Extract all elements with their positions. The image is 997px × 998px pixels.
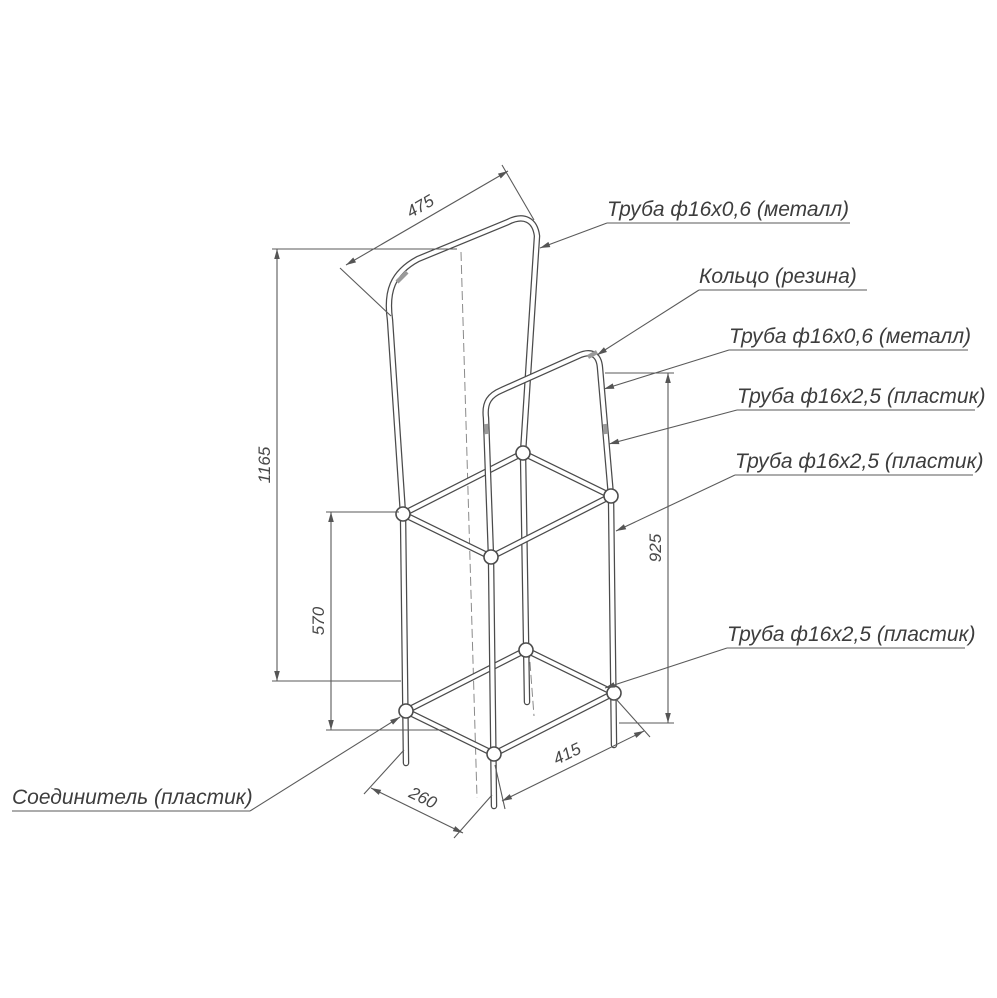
- leader-tube-plastic-lower: [604, 647, 728, 689]
- label-tube-plastic-middle: Труба ф16х2,5 (пластик): [735, 450, 983, 473]
- leader-connector: [249, 716, 401, 812]
- leader-tube-plastic-middle: [615, 474, 736, 532]
- label-tube-metal-frame: Труба ф16х0,6 (металл): [729, 325, 971, 348]
- label-ring-rubber: Кольцо (резина): [699, 265, 857, 288]
- leader-lines: [12, 222, 975, 812]
- ext-line-415-left: [494, 764, 506, 810]
- leader-tube-metal-frame: [603, 349, 730, 390]
- callout-texts: Труба ф16х0,6 (металл) Кольцо (резина) Т…: [12, 198, 985, 809]
- connector-bot-front: [486, 746, 502, 762]
- medium-hanger-tube-fill: [483, 351, 616, 808]
- label-tube-plastic-lower: Труба ф16х2,5 (пластик): [727, 623, 975, 646]
- leader-tube-plastic-upper: [608, 409, 738, 445]
- dim-value-925: 925: [646, 533, 665, 562]
- connector-bot-right: [606, 685, 622, 701]
- dim-value-1165: 1165: [255, 446, 274, 483]
- connectors: [395, 445, 622, 762]
- ext-line-475-left: [339, 267, 392, 317]
- ring-band-right-post: [602, 423, 609, 435]
- connector-mid-right: [603, 488, 619, 504]
- leader-tube-metal-top: [539, 222, 608, 249]
- leader-ring-rubber: [596, 289, 700, 356]
- dim-line-415: [501, 730, 645, 802]
- label-tube-metal-top: Труба ф16х0,6 (металл): [607, 198, 849, 221]
- ring-band-frame-bend: [586, 350, 599, 359]
- connector-bot-back: [518, 642, 534, 658]
- connector-mid-front: [483, 549, 499, 565]
- label-connector-plastic: Соединитель (пластик): [12, 786, 253, 809]
- centerline-main: [460, 251, 478, 799]
- connector-bot-left: [398, 703, 414, 719]
- dimension-lines: [272, 164, 674, 839]
- dim-value-570: 570: [309, 606, 328, 635]
- label-tube-plastic-upper: Труба ф16х2,5 (пластик): [737, 385, 985, 408]
- ring-band-left-post: [483, 423, 490, 435]
- dim-line-260: [370, 787, 464, 834]
- connector-mid-left: [395, 506, 411, 522]
- rubber-rings: [395, 270, 609, 435]
- ext-line-415-right: [615, 698, 651, 738]
- connector-mid-back: [515, 445, 531, 461]
- ext-line-260-left: [363, 749, 405, 795]
- ring-band-top-curve: [395, 270, 409, 284]
